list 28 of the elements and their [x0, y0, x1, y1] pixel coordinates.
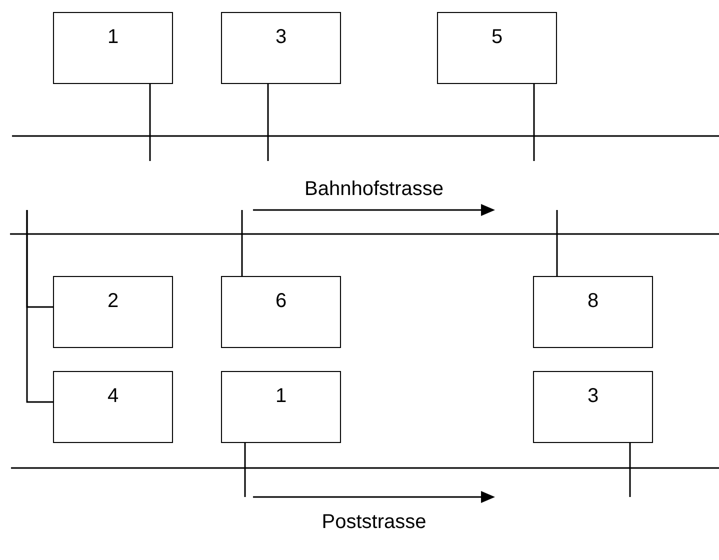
house-box: [53, 276, 173, 348]
street-name: Poststrasse: [320, 510, 428, 534]
house-box: [221, 12, 341, 84]
house-number: 6: [275, 289, 287, 313]
leader-line: [244, 443, 246, 497]
house-number: 5: [491, 25, 503, 49]
house-box: [221, 276, 341, 348]
house-box: [221, 371, 341, 443]
leader-line: [267, 84, 269, 161]
leader-line: [241, 210, 243, 276]
house-number: 3: [587, 384, 599, 408]
house-box: [533, 276, 653, 348]
house-number: 1: [107, 25, 119, 49]
street-name: Bahnhofstrasse: [304, 177, 444, 201]
leader-line: [533, 84, 535, 161]
house-number: 4: [107, 384, 119, 408]
house-number: 1: [275, 384, 287, 408]
leader-line: [26, 210, 53, 403]
house-number: 8: [587, 289, 599, 313]
house-box: [53, 12, 173, 84]
house-number: 2: [107, 289, 119, 313]
leader-line: [556, 210, 558, 276]
leader-line: [629, 443, 631, 497]
house-box: [437, 12, 557, 84]
house-box: [53, 371, 173, 443]
house-box: [533, 371, 653, 443]
leader-line: [149, 84, 151, 161]
house-number: 3: [275, 25, 287, 49]
